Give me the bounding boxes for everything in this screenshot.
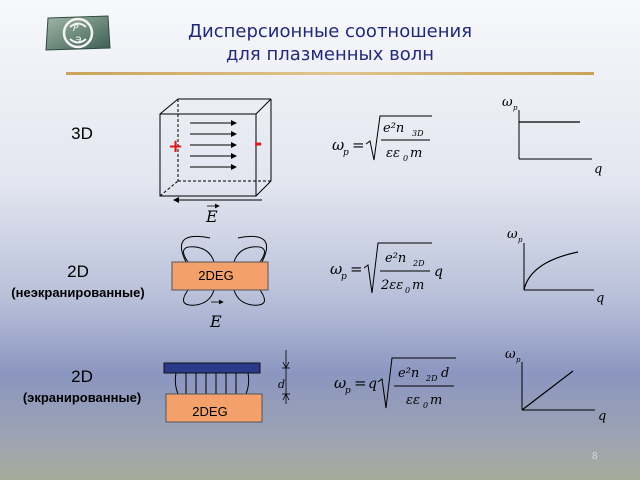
2deg-box-unscreened <box>171 261 269 291</box>
formula-2du-lhs-sub: p <box>341 272 347 282</box>
formula-2ds-num: e²n <box>398 366 419 381</box>
title-divider <box>66 72 594 75</box>
graph-sqrt-ylabel-sub: p <box>518 236 523 244</box>
graph-sqrt-ylabel: ω <box>507 227 518 242</box>
2deg-box-screened <box>165 393 263 423</box>
formula-2ds-pre: q <box>368 376 377 392</box>
formula-2du-den-sub: 0 <box>405 286 410 295</box>
field-symbol-2d-text: E <box>209 312 222 331</box>
formula-2d-unscreened: ω p = e²n 2D 2εε 0 m q <box>330 242 443 295</box>
graph-constant: ω p q <box>502 95 602 177</box>
formula-2ds-lhs: ω <box>334 374 346 392</box>
field-symbol-2d: E <box>209 299 224 331</box>
formula-3d-den-tail: m <box>410 146 422 161</box>
page-number: 8 <box>592 451 598 462</box>
formula-2d-screened: ω p = q e²n 2D d εε 0 m <box>334 357 456 410</box>
unscreened-2deg-diagram <box>181 236 267 306</box>
row-2d-screened-label-text: 2D <box>71 367 93 386</box>
gap-dimension <box>282 350 290 404</box>
row-3d-label: 3D <box>62 124 102 144</box>
graph-sqrt: ω p q <box>507 227 604 306</box>
formula-2ds-lhs-sub: p <box>345 386 351 396</box>
formula-2du-num-sub: 2D <box>412 259 425 268</box>
row-2d-unscreened-label: 2D (неэкранированные) <box>4 262 152 301</box>
formula-2du-factor: q <box>434 264 443 280</box>
screened-field-lines <box>174 372 250 395</box>
graph-constant-xlabel: q <box>594 162 602 177</box>
formula-3d: ω p = e²n 3D εε 0 m <box>332 115 432 163</box>
formula-2ds-den-sub: 0 <box>423 401 428 410</box>
2deg-label-screened: 2DEG <box>192 404 228 419</box>
title-line-1: Дисперсионные соотношения <box>187 21 473 42</box>
formula-2du-num: e²n <box>385 251 406 266</box>
graph-linear-curve <box>521 370 574 411</box>
formula-3d-den: εε <box>386 146 400 161</box>
title-line-2: для плазменных волн <box>225 44 435 65</box>
graph-constant-ylabel-sub: p <box>513 104 518 112</box>
graph-linear: ω p q <box>505 347 606 424</box>
formula-3d-num-sub: 3D <box>412 129 424 138</box>
graph-linear-ylabel-sub: p <box>516 356 521 364</box>
row-2d-screened-sublabel: (экранированные) <box>22 390 142 405</box>
formula-2ds-den-tail: m <box>430 393 442 408</box>
graph-constant-ylabel: ω <box>502 95 513 110</box>
row-2d-unscreened-label-text: 2D <box>67 262 89 281</box>
field-symbol-3d-text: E <box>205 207 218 226</box>
formula-3d-num: e²n <box>383 121 404 136</box>
slide-title: Дисперсионные соотношения для плазменных… <box>150 20 510 66</box>
row-3d-label-text: 3D <box>71 124 93 143</box>
formula-2ds-den: εε <box>406 393 420 408</box>
graph-linear-ylabel: ω <box>505 347 516 362</box>
formula-3d-den-sub: 0 <box>403 154 408 163</box>
svg-text:=: = <box>350 260 363 278</box>
svg-text:=: = <box>354 374 367 392</box>
formula-3d-lhs: ω <box>332 136 344 154</box>
gate-electrode <box>163 362 261 374</box>
minus-sign: - <box>254 131 262 155</box>
svg-text:Э: Э <box>74 36 82 46</box>
svg-text:P: P <box>73 24 79 34</box>
formula-2du-den: 2εε <box>380 278 403 293</box>
cube-3d-diagram <box>159 98 272 203</box>
formula-2du-den-tail: m <box>412 278 424 293</box>
2deg-label-unscreened: 2DEG <box>198 268 234 283</box>
university-logo: P Э <box>45 15 111 51</box>
graph-sqrt-xlabel: q <box>596 291 604 306</box>
formula-2du-lhs: ω <box>330 260 342 278</box>
plus-sign: + <box>168 136 183 157</box>
formula-3d-lhs-sub: p <box>343 148 349 158</box>
row-2d-screened-label: 2D (экранированные) <box>12 367 152 406</box>
formula-2ds-num-tail: d <box>441 366 449 381</box>
graph-sqrt-curve <box>523 251 579 291</box>
row-2d-unscreened-sublabel: (неэкранированные) <box>11 285 145 300</box>
gap-label: d <box>278 378 285 391</box>
graph-linear-xlabel: q <box>598 409 606 424</box>
svg-text:=: = <box>352 136 365 154</box>
field-arrows <box>190 120 237 170</box>
formula-2ds-num-sub: 2D <box>425 374 438 383</box>
field-symbol-3d: E <box>205 203 220 226</box>
